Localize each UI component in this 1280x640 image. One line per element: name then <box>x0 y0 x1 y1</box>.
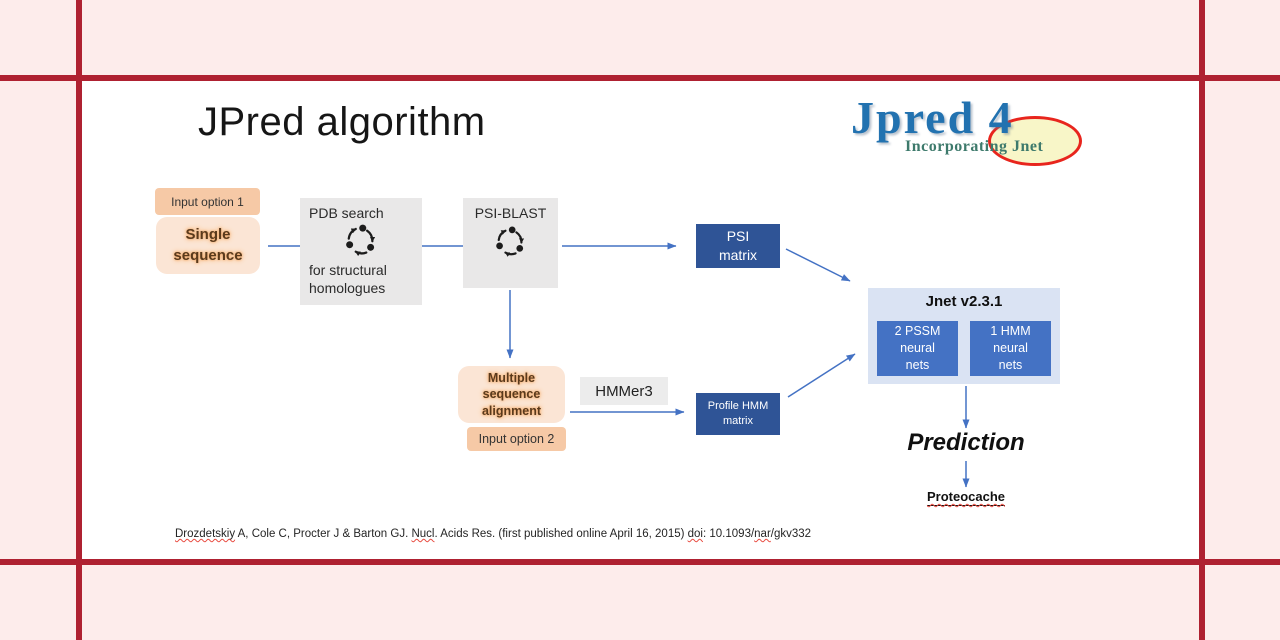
profile-hmm-matrix-box: Profile HMM matrix <box>696 393 780 435</box>
cycle-arrows-icon <box>496 226 525 257</box>
hmm-neural-nets-box: 1 HMM neural nets <box>970 321 1051 376</box>
jnet-title: Jnet v2.3.1 <box>925 293 1003 310</box>
psi-matrix-box: PSI matrix <box>696 224 780 268</box>
multiple-sequence-alignment-box: Multiple sequence alignment <box>458 366 565 423</box>
single-sequence-box: Single sequence <box>156 217 260 274</box>
jpred-logo: Jpred 4 <box>851 92 1014 143</box>
frame-line-right <box>1199 0 1205 640</box>
frame-line-left <box>76 0 82 640</box>
cycle-arrows-icon <box>345 224 375 257</box>
proteocache-label: Proteocache <box>926 489 1006 506</box>
frame-line-top <box>0 75 1280 81</box>
input-option-2-box: Input option 2 <box>467 427 566 451</box>
logo-highlight-ellipse <box>988 116 1082 166</box>
psi-blast-box: PSI-BLAST <box>463 198 558 288</box>
page-title: JPred algorithm <box>198 100 486 144</box>
frame-line-bottom <box>0 559 1280 565</box>
citation: Drozdetskiy A, Cole C, Procter J & Barto… <box>175 528 812 540</box>
jnet-container: Jnet v2.3.1 2 PSSM neural nets 1 HMM neu… <box>868 288 1060 384</box>
jpred-logo-subtitle: Incorporating Jnet <box>905 138 1044 155</box>
input-option-1-box: Input option 1 <box>155 188 260 215</box>
prediction-label: Prediction <box>907 429 1025 456</box>
pssm-neural-nets-box: 2 PSSM neural nets <box>877 321 958 376</box>
pdb-search-box: PDB search for structural homologues <box>300 198 422 305</box>
hmmer3-box: HMMer3 <box>580 377 668 405</box>
